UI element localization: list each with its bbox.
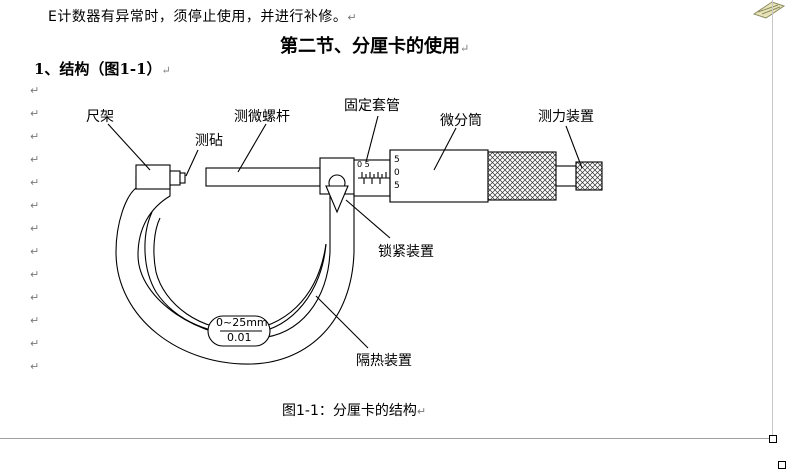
plate-resolution: 0.01	[227, 331, 252, 344]
label-anvil: 测砧	[195, 133, 223, 149]
anvil-tip	[169, 170, 181, 186]
section-title: 第二节、分厘卡的使用↵	[280, 36, 470, 57]
label-sleeve: 固定套管	[344, 98, 400, 114]
paragraph-mark: ↵	[30, 337, 40, 350]
resize-handle[interactable]	[778, 461, 786, 469]
frame-inner	[144, 211, 327, 335]
paragraph-mark: ↵	[30, 176, 40, 189]
paragraph-mark: ↵	[30, 268, 40, 281]
paragraph-mark: ↵	[30, 84, 40, 97]
thimble-tube	[389, 149, 489, 203]
label-spindle: 测微螺杆	[234, 109, 290, 125]
paragraph-mark: ↵	[30, 107, 40, 120]
page-corner-ornament	[752, 1, 786, 19]
paragraph-mark: ↵	[30, 153, 40, 166]
sleeve-scale: 0 5	[357, 160, 370, 169]
subsection-title: 1、结构（图1-1）↵	[34, 60, 171, 78]
paragraph-mark: ↵	[30, 360, 40, 373]
paragraph-mark: ↵	[30, 130, 40, 143]
intro-line: E计数器有异常时，须停止使用，并进行补修。↵	[48, 9, 358, 25]
paragraph-mark: ↵	[30, 291, 40, 304]
spindle-rod	[205, 167, 321, 187]
page-right-border	[772, 0, 773, 439]
paragraph-mark: ↵	[30, 245, 40, 258]
thimble-scale: 5 0 5	[394, 155, 400, 191]
paragraph-mark: ↵	[30, 314, 40, 327]
anvil-block	[135, 164, 171, 190]
resize-handle[interactable]	[769, 435, 777, 443]
plate-range: 0~25mm	[216, 316, 268, 329]
label-insulator: 隔热装置	[356, 353, 412, 369]
label-ratchet: 测力装置	[538, 109, 594, 125]
micrometer-diagram	[107, 115, 603, 365]
ratchet-knob	[575, 161, 603, 191]
label-lock: 锁紧装置	[378, 244, 434, 260]
page-bottom-border	[0, 438, 772, 439]
figure-caption: 图1-1：分厘卡的结构↵	[282, 403, 427, 419]
label-thimble: 微分筒	[440, 113, 482, 129]
label-frame: 尺架	[86, 109, 114, 125]
paragraph-mark: ↵	[30, 222, 40, 235]
paragraph-mark: ↵	[30, 199, 40, 212]
frame-outer	[115, 175, 355, 365]
thimble-knurl	[487, 151, 557, 201]
ratchet-neck	[555, 165, 577, 187]
